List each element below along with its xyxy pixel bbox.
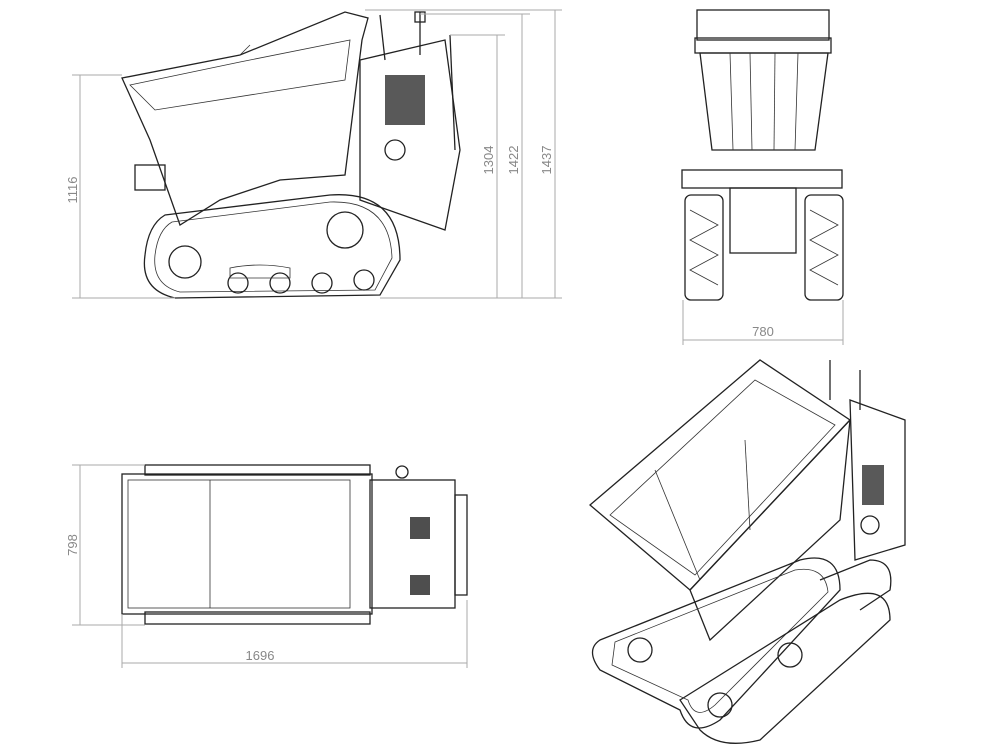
side-view [121, 11, 461, 299]
dim-1696: 1696 [246, 648, 275, 663]
front-dimensions: 780 [682, 300, 844, 345]
dim-1437: 1437 [539, 146, 554, 175]
front-view [681, 9, 844, 301]
dim-1116: 1116 [65, 177, 80, 204]
dim-780: 780 [752, 324, 774, 339]
top-view [121, 464, 468, 625]
top-dimensions: 798 1696 [65, 464, 468, 668]
side-dimensions: 1116 1304 1422 1437 [65, 9, 562, 299]
dim-798: 798 [65, 534, 80, 556]
dim-1304: 1304 [481, 146, 496, 175]
isometric-view [588, 359, 906, 744]
track-rollers [168, 211, 375, 294]
dim-1422: 1422 [506, 146, 521, 175]
